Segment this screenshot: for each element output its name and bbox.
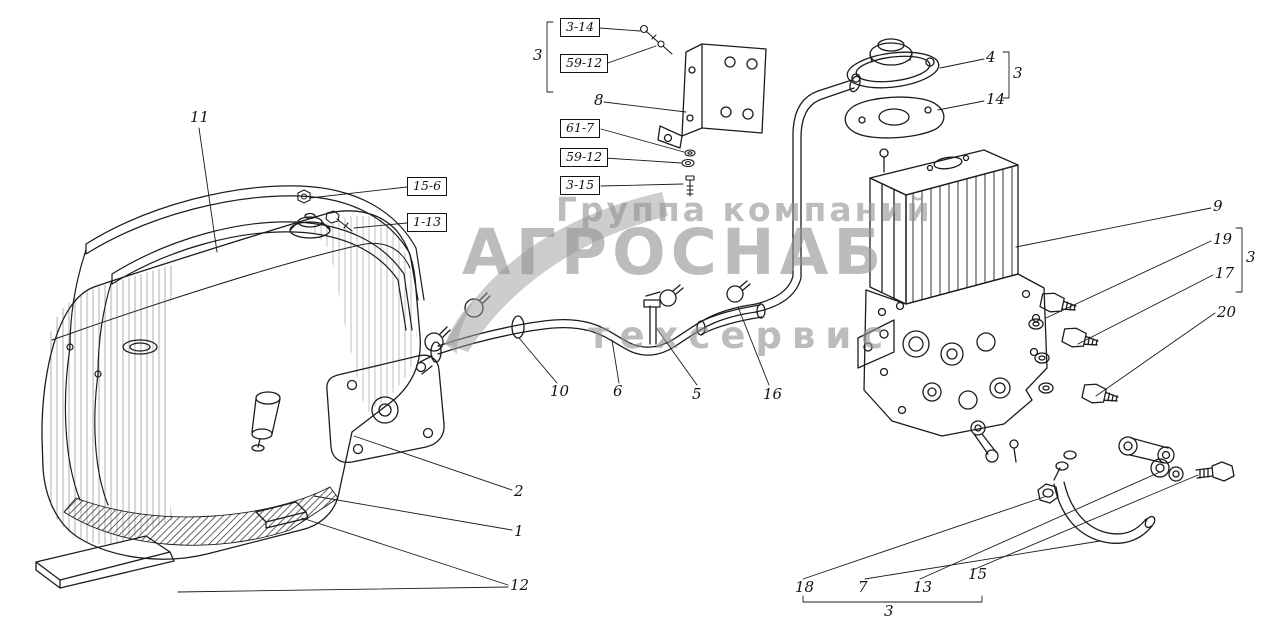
hose [696, 303, 766, 336]
ref-box-3-15: 3-15 [560, 176, 601, 195]
skid-plates [35, 501, 309, 589]
bolt-icon [297, 24, 696, 232]
group-bracket [802, 595, 983, 603]
breather-cap [846, 38, 940, 89]
callout-14: 14 [986, 90, 1006, 108]
callout-3-left: 3 [533, 46, 543, 64]
riser-pipe [755, 75, 861, 313]
callout-20: 20 [1217, 303, 1237, 321]
callout-19: 19 [1213, 230, 1233, 248]
ref-box-59-12-a: 59-12 [560, 54, 609, 73]
group-bracket [546, 21, 554, 93]
pipe-flange [511, 315, 525, 339]
callout-1: 1 [514, 522, 524, 540]
oil-tank [41, 210, 421, 560]
gasket [844, 96, 945, 139]
watermark-swoosh [445, 192, 668, 354]
callout-6: 6 [613, 382, 623, 400]
callout-16: 16 [763, 385, 783, 403]
pump-cover [326, 341, 445, 464]
callout-8: 8 [594, 91, 604, 109]
callout-9: 9 [1213, 197, 1223, 215]
ref-box-3-14: 3-14 [560, 18, 601, 37]
outlet-flange [430, 341, 442, 363]
callout-17: 17 [1215, 264, 1235, 282]
elbow-pipe-assembly [1037, 436, 1235, 544]
callout-3-bottom: 3 [884, 602, 894, 620]
ref-box-61-7: 61-7 [560, 119, 601, 138]
callout-18: 18 [795, 578, 815, 596]
ref-box-15-6: 15-6 [407, 177, 448, 196]
callout-10: 10 [550, 382, 570, 400]
callout-3-top-right: 3 [1013, 64, 1023, 82]
tank-straps [64, 185, 425, 506]
group-bracket [1235, 227, 1243, 293]
callout-2: 2 [514, 482, 524, 500]
callout-12: 12 [510, 576, 530, 594]
bolt-head [1211, 461, 1235, 482]
callout-11: 11 [190, 108, 210, 126]
elbow-pipe [1053, 483, 1153, 544]
callout-13: 13 [913, 578, 933, 596]
callout-4: 4 [986, 48, 996, 66]
shutoff-valve [643, 291, 661, 345]
drain-valve [251, 391, 281, 452]
group-bracket [1002, 51, 1010, 99]
ref-box-1-13: 1-13 [407, 213, 448, 232]
hydraulic-distributor [857, 148, 1048, 463]
callout-5: 5 [692, 385, 702, 403]
sender-plate [122, 339, 158, 355]
callout-7: 7 [858, 578, 868, 596]
callout-15: 15 [968, 565, 988, 583]
ref-box-59-12-b: 59-12 [560, 148, 609, 167]
mounting-bracket [657, 43, 767, 149]
side-plate [857, 319, 895, 369]
union-fitting [1028, 292, 1119, 404]
callout-3-right: 3 [1246, 248, 1256, 266]
leader-lines [177, 21, 1243, 603]
